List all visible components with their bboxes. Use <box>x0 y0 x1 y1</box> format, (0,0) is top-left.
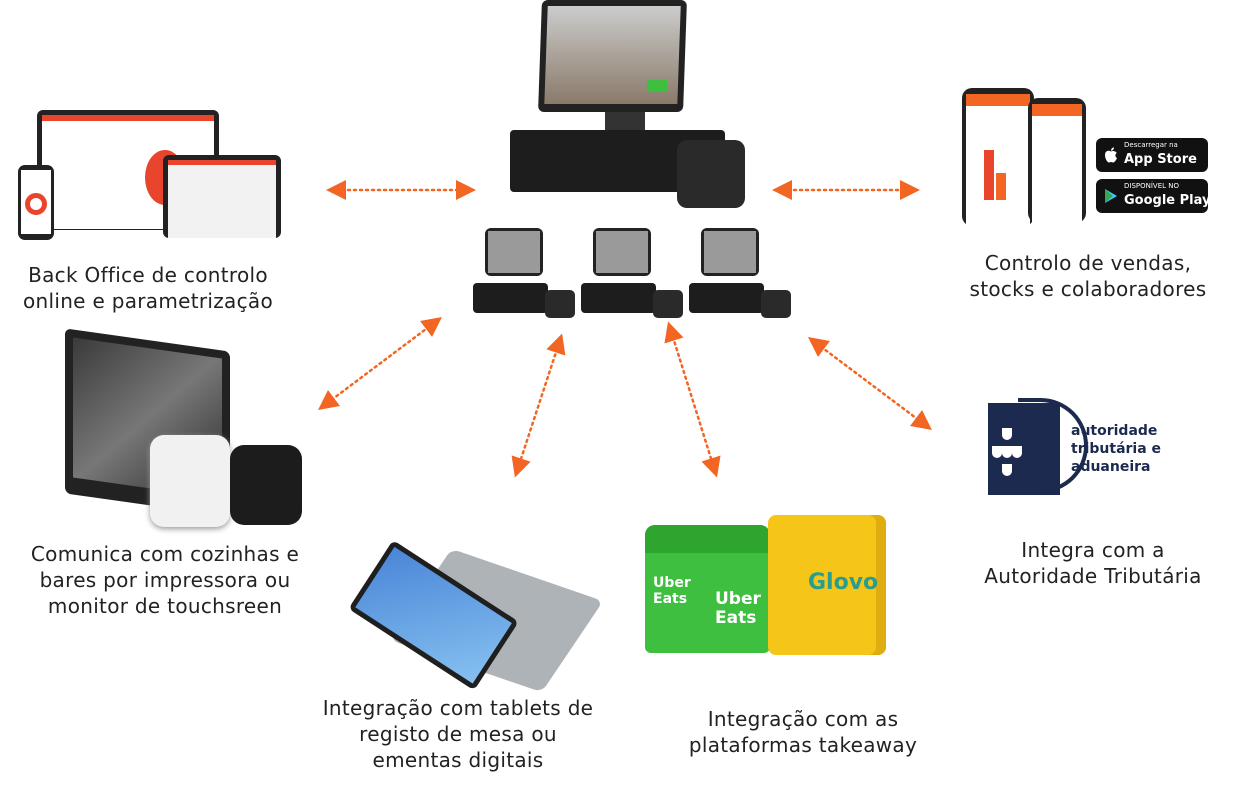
play-icon <box>1105 189 1117 203</box>
tax-logo-line: autoridade <box>1071 423 1158 439</box>
pos-terminal <box>581 228 686 320</box>
main-pos-terminal <box>505 0 755 215</box>
tax-logo-line: tributária e <box>1071 441 1162 457</box>
pos-terminal <box>689 228 794 320</box>
arrow-kitchen <box>318 317 442 410</box>
tax-authority-logo: autoridade tributária e aduaneira <box>988 398 1168 498</box>
app-store-badge[interactable]: Descarregar na App Store <box>1096 138 1208 172</box>
apple-icon <box>1105 147 1117 163</box>
glovo-bag: Glovo <box>768 515 886 655</box>
glovo-logo: Glovo <box>808 570 879 595</box>
mobile-app-phones <box>962 88 1087 232</box>
kitchen-monitor-printers <box>65 328 305 530</box>
pos-terminal <box>473 228 578 320</box>
table-tablet <box>348 540 604 693</box>
arrow-takeaway <box>664 321 721 478</box>
google-play-badge[interactable]: DISPONÍVEL NO Google Play <box>1096 179 1210 213</box>
back-office-devices <box>15 110 285 245</box>
arrow-tax <box>808 337 932 430</box>
arrow-tablets <box>511 333 566 478</box>
label-sales-control: Controlo de vendas,stocks e colaboradore… <box>969 251 1207 301</box>
tax-logo-line: aduaneira <box>1071 459 1151 475</box>
